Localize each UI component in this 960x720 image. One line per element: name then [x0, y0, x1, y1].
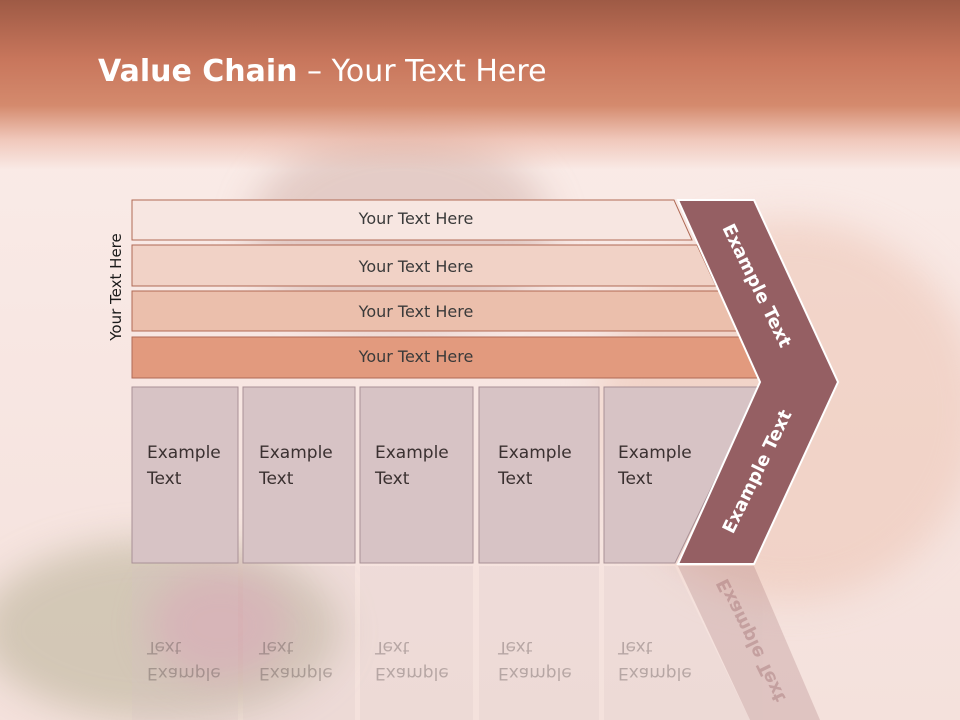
slide-title: Value Chain – Your Text Here — [98, 54, 547, 89]
column-reflection-text-1: Example Text — [147, 634, 221, 686]
reflection-group — [132, 566, 820, 720]
column-reflection-text-3-line1: Example — [375, 663, 449, 683]
column-reflection-5 — [604, 566, 750, 720]
column-reflection-text-4-line1: Example — [498, 663, 572, 683]
column-text-3-line2: Text — [375, 469, 410, 489]
row-label-1: Your Text Here — [358, 209, 474, 228]
column-reflection-text-2: Example Text — [259, 634, 333, 686]
column-text-5-line1: Example — [618, 443, 692, 463]
chevron-arrow — [676, 199, 840, 565]
column-reflection-text-5-line1: Example — [618, 663, 692, 683]
column-reflection-text-4: Example Text — [498, 634, 572, 686]
column-reflection-text-1-line2: Text — [147, 637, 182, 657]
column-box-2 — [242, 386, 356, 564]
column-text-1-line1: Example — [147, 443, 221, 463]
column-text-5-line2: Text — [618, 469, 653, 489]
column-reflection-text-3-line2: Text — [375, 637, 410, 657]
column-reflection-text-4-line2: Text — [498, 637, 533, 657]
column-reflection-2 — [243, 566, 355, 720]
title-rest: – Your Text Here — [297, 54, 547, 89]
column-text-4-line2: Text — [498, 469, 533, 489]
column-reflection-text-3: Example Text — [375, 634, 449, 686]
column-reflection-text-5-line2: Text — [618, 637, 653, 657]
column-box-5 — [603, 386, 761, 564]
column-text-4: Example Text — [498, 440, 572, 492]
row-label-2: Your Text Here — [358, 257, 474, 276]
column-text-2: Example Text — [259, 440, 333, 492]
column-reflection-3 — [360, 566, 473, 720]
column-text-1-line2: Text — [147, 469, 182, 489]
title-bold: Value Chain — [98, 54, 298, 89]
column-text-2-line1: Example — [259, 443, 333, 463]
column-text-3-line1: Example — [375, 443, 449, 463]
row-bar-1 — [131, 199, 693, 241]
column-box-3 — [359, 386, 474, 564]
column-reflection-text-5: Example Text — [618, 634, 692, 686]
chevron-reflection — [678, 566, 820, 720]
column-text-4-line1: Example — [498, 443, 572, 463]
column-reflection-1 — [132, 566, 238, 720]
row-label-3: Your Text Here — [358, 302, 474, 321]
column-text-2-line2: Text — [259, 469, 294, 489]
column-box-1 — [131, 386, 239, 564]
column-reflection-text-2-line2: Text — [259, 637, 294, 657]
column-text-5: Example Text — [618, 440, 692, 492]
column-box-4 — [478, 386, 600, 564]
row-label-4: Your Text Here — [358, 347, 474, 366]
column-text-3: Example Text — [375, 440, 449, 492]
header-band — [0, 0, 960, 170]
background-photo-flowers — [150, 570, 290, 680]
column-reflection-text-1-line1: Example — [147, 663, 221, 683]
column-text-1: Example Text — [147, 440, 221, 492]
background-photo-leaves — [0, 540, 340, 720]
column-reflection-4 — [479, 566, 599, 720]
column-reflection-text-2-line1: Example — [259, 663, 333, 683]
